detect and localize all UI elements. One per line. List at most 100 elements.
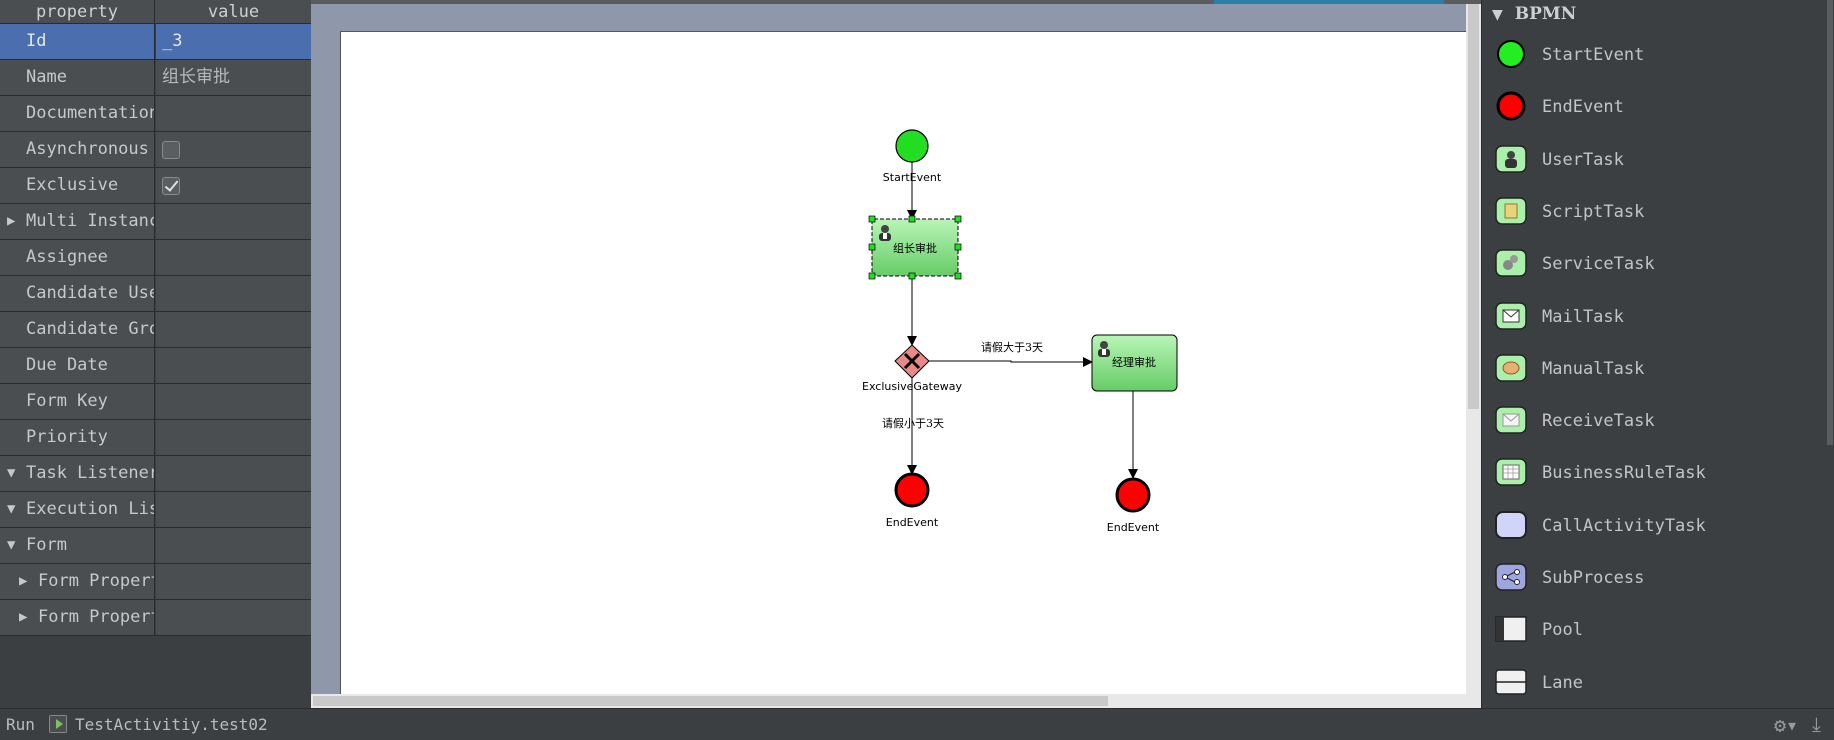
property-key[interactable]: Form Key bbox=[0, 384, 155, 419]
property-value[interactable]: 组长审批 bbox=[156, 60, 311, 95]
property-row[interactable]: Form Key bbox=[0, 384, 311, 420]
palette-item-receivetask[interactable]: ReceiveTask bbox=[1482, 401, 1822, 441]
property-row[interactable]: Id _3 bbox=[0, 24, 311, 60]
gear-icon[interactable]: ⚙▾ bbox=[1774, 713, 1799, 737]
property-key[interactable]: ▼Execution Listeners bbox=[0, 492, 155, 527]
property-checkbox[interactable] bbox=[162, 141, 180, 159]
palette-item-endevent[interactable]: EndEvent bbox=[1482, 87, 1822, 127]
property-key-label: Id bbox=[26, 31, 47, 51]
palette-item-manualtask[interactable]: ManualTask bbox=[1482, 349, 1822, 389]
download-icon[interactable]: ⤓ bbox=[1812, 712, 1821, 736]
palette-item-label: UserTask bbox=[1542, 150, 1624, 170]
manager-task-shape[interactable] bbox=[1091, 334, 1178, 392]
palette-item-usertask[interactable]: UserTask bbox=[1482, 140, 1822, 180]
vertical-scroll-thumb[interactable] bbox=[1468, 4, 1479, 409]
property-value[interactable] bbox=[156, 240, 311, 275]
selection-handles[interactable] bbox=[868, 215, 962, 280]
property-key[interactable]: Id bbox=[0, 24, 155, 59]
expanded-triangle-icon[interactable]: ▼ bbox=[7, 465, 16, 481]
palette-item-servicetask[interactable]: ServiceTask bbox=[1482, 244, 1822, 284]
property-row[interactable]: Priority bbox=[0, 420, 311, 456]
run-config-name[interactable]: TestActivitiy.test02 bbox=[75, 715, 268, 734]
property-key[interactable]: Name bbox=[0, 60, 155, 95]
palette-item-startevent[interactable]: StartEvent bbox=[1482, 35, 1822, 75]
palette-item-mailtask[interactable]: MailTask bbox=[1482, 297, 1822, 337]
end-event-shape[interactable] bbox=[1115, 477, 1151, 513]
end-event-shape[interactable] bbox=[894, 472, 930, 508]
property-value[interactable] bbox=[156, 384, 311, 419]
vertical-scrollbar[interactable] bbox=[1466, 4, 1481, 708]
palette-item-callactivitytask[interactable]: CallActivityTask bbox=[1482, 506, 1822, 546]
property-value[interactable] bbox=[156, 132, 311, 167]
property-checkbox[interactable] bbox=[162, 177, 180, 195]
property-row[interactable]: Candidate Groups bbox=[0, 312, 311, 348]
property-row[interactable]: ▶Form Properties bbox=[0, 600, 311, 636]
property-key[interactable]: ▼Task Listeners bbox=[0, 456, 155, 491]
property-value[interactable] bbox=[156, 492, 311, 527]
horizontal-scrollbar[interactable] bbox=[311, 694, 1466, 708]
property-key[interactable]: ▶Form Properties bbox=[0, 564, 155, 599]
run-tool-label[interactable]: Run bbox=[6, 715, 35, 734]
property-row[interactable]: Assignee bbox=[0, 240, 311, 276]
property-row[interactable]: ▼Task Listeners bbox=[0, 456, 311, 492]
property-key[interactable]: Asynchronous bbox=[0, 132, 155, 167]
collapsed-triangle-icon[interactable]: ▶ bbox=[7, 213, 16, 229]
collapsed-triangle-icon[interactable]: ▶ bbox=[19, 573, 28, 589]
property-value[interactable] bbox=[156, 600, 311, 635]
property-key[interactable]: ▼Form bbox=[0, 528, 155, 563]
property-key[interactable]: Due Date bbox=[0, 348, 155, 383]
property-row[interactable]: Exclusive bbox=[0, 168, 311, 204]
expanded-triangle-icon[interactable]: ▼ bbox=[7, 537, 16, 553]
property-value[interactable] bbox=[156, 168, 311, 203]
palette-item-label: ScriptTask bbox=[1542, 202, 1645, 222]
property-key[interactable]: ▶Form Properties bbox=[0, 600, 155, 635]
diagram-editor[interactable]: StartEvent 组长审批 ExclusiveGateway 请假大于3天 … bbox=[311, 0, 1483, 708]
flow-gateway-to-manager[interactable] bbox=[929, 357, 1093, 367]
palette-item-subprocess[interactable]: SubProcess bbox=[1482, 558, 1822, 598]
property-value[interactable]: _3 bbox=[156, 24, 311, 59]
horizontal-scroll-thumb[interactable] bbox=[313, 696, 1108, 706]
property-row[interactable]: Candidate Users bbox=[0, 276, 311, 312]
palette-section-header[interactable]: ▼BPMN bbox=[1492, 4, 1576, 24]
collapsed-triangle-icon[interactable]: ▶ bbox=[19, 609, 28, 625]
property-key[interactable]: Candidate Groups bbox=[0, 312, 155, 347]
property-key[interactable]: Candidate Users bbox=[0, 276, 155, 311]
property-column-header[interactable]: property bbox=[0, 0, 155, 24]
property-key-label: Multi Instance bbox=[26, 211, 155, 231]
property-value[interactable] bbox=[156, 276, 311, 311]
status-bar: Run TestActivitiy.test02 ⚙▾ ⤓ bbox=[0, 708, 1834, 740]
property-row[interactable]: ▶ Multi Instance bbox=[0, 204, 311, 240]
property-row[interactable]: Asynchronous bbox=[0, 132, 311, 168]
property-value[interactable] bbox=[156, 204, 311, 239]
palette-item-businessruletask[interactable]: BusinessRuleTask bbox=[1482, 453, 1822, 493]
script-task-icon bbox=[1494, 196, 1528, 226]
property-value[interactable] bbox=[156, 420, 311, 455]
property-key[interactable]: Documentation bbox=[0, 96, 155, 131]
property-row[interactable]: ▼Form bbox=[0, 528, 311, 564]
palette-item-label: BusinessRuleTask bbox=[1542, 463, 1706, 483]
property-value[interactable] bbox=[156, 348, 311, 383]
expanded-triangle-icon[interactable]: ▼ bbox=[7, 501, 16, 517]
property-value[interactable] bbox=[156, 564, 311, 599]
bpmn-diagram[interactable]: StartEvent 组长审批 ExclusiveGateway 请假大于3天 … bbox=[311, 0, 1466, 694]
property-key[interactable]: Priority bbox=[0, 420, 155, 455]
palette-scrollbar[interactable] bbox=[1827, 0, 1833, 445]
palette-item-label: MailTask bbox=[1542, 307, 1624, 327]
property-value[interactable] bbox=[156, 312, 311, 347]
property-key[interactable]: Exclusive bbox=[0, 168, 155, 203]
property-value[interactable] bbox=[156, 456, 311, 491]
property-value[interactable] bbox=[156, 96, 311, 131]
palette-item-pool[interactable]: Pool bbox=[1482, 610, 1822, 650]
palette-item-lane[interactable]: Lane bbox=[1482, 663, 1822, 703]
property-row[interactable]: Due Date bbox=[0, 348, 311, 384]
property-row[interactable]: ▶Form Properties bbox=[0, 564, 311, 600]
property-key[interactable]: ▶ Multi Instance bbox=[0, 204, 155, 239]
property-value[interactable] bbox=[156, 528, 311, 563]
property-row[interactable]: ▼Execution Listeners bbox=[0, 492, 311, 528]
start-event-shape[interactable] bbox=[895, 129, 929, 163]
palette-item-scripttask[interactable]: ScriptTask bbox=[1482, 192, 1822, 232]
property-row[interactable]: Documentation bbox=[0, 96, 311, 132]
value-column-header[interactable]: value bbox=[207, 2, 260, 22]
property-key[interactable]: Assignee bbox=[0, 240, 155, 275]
